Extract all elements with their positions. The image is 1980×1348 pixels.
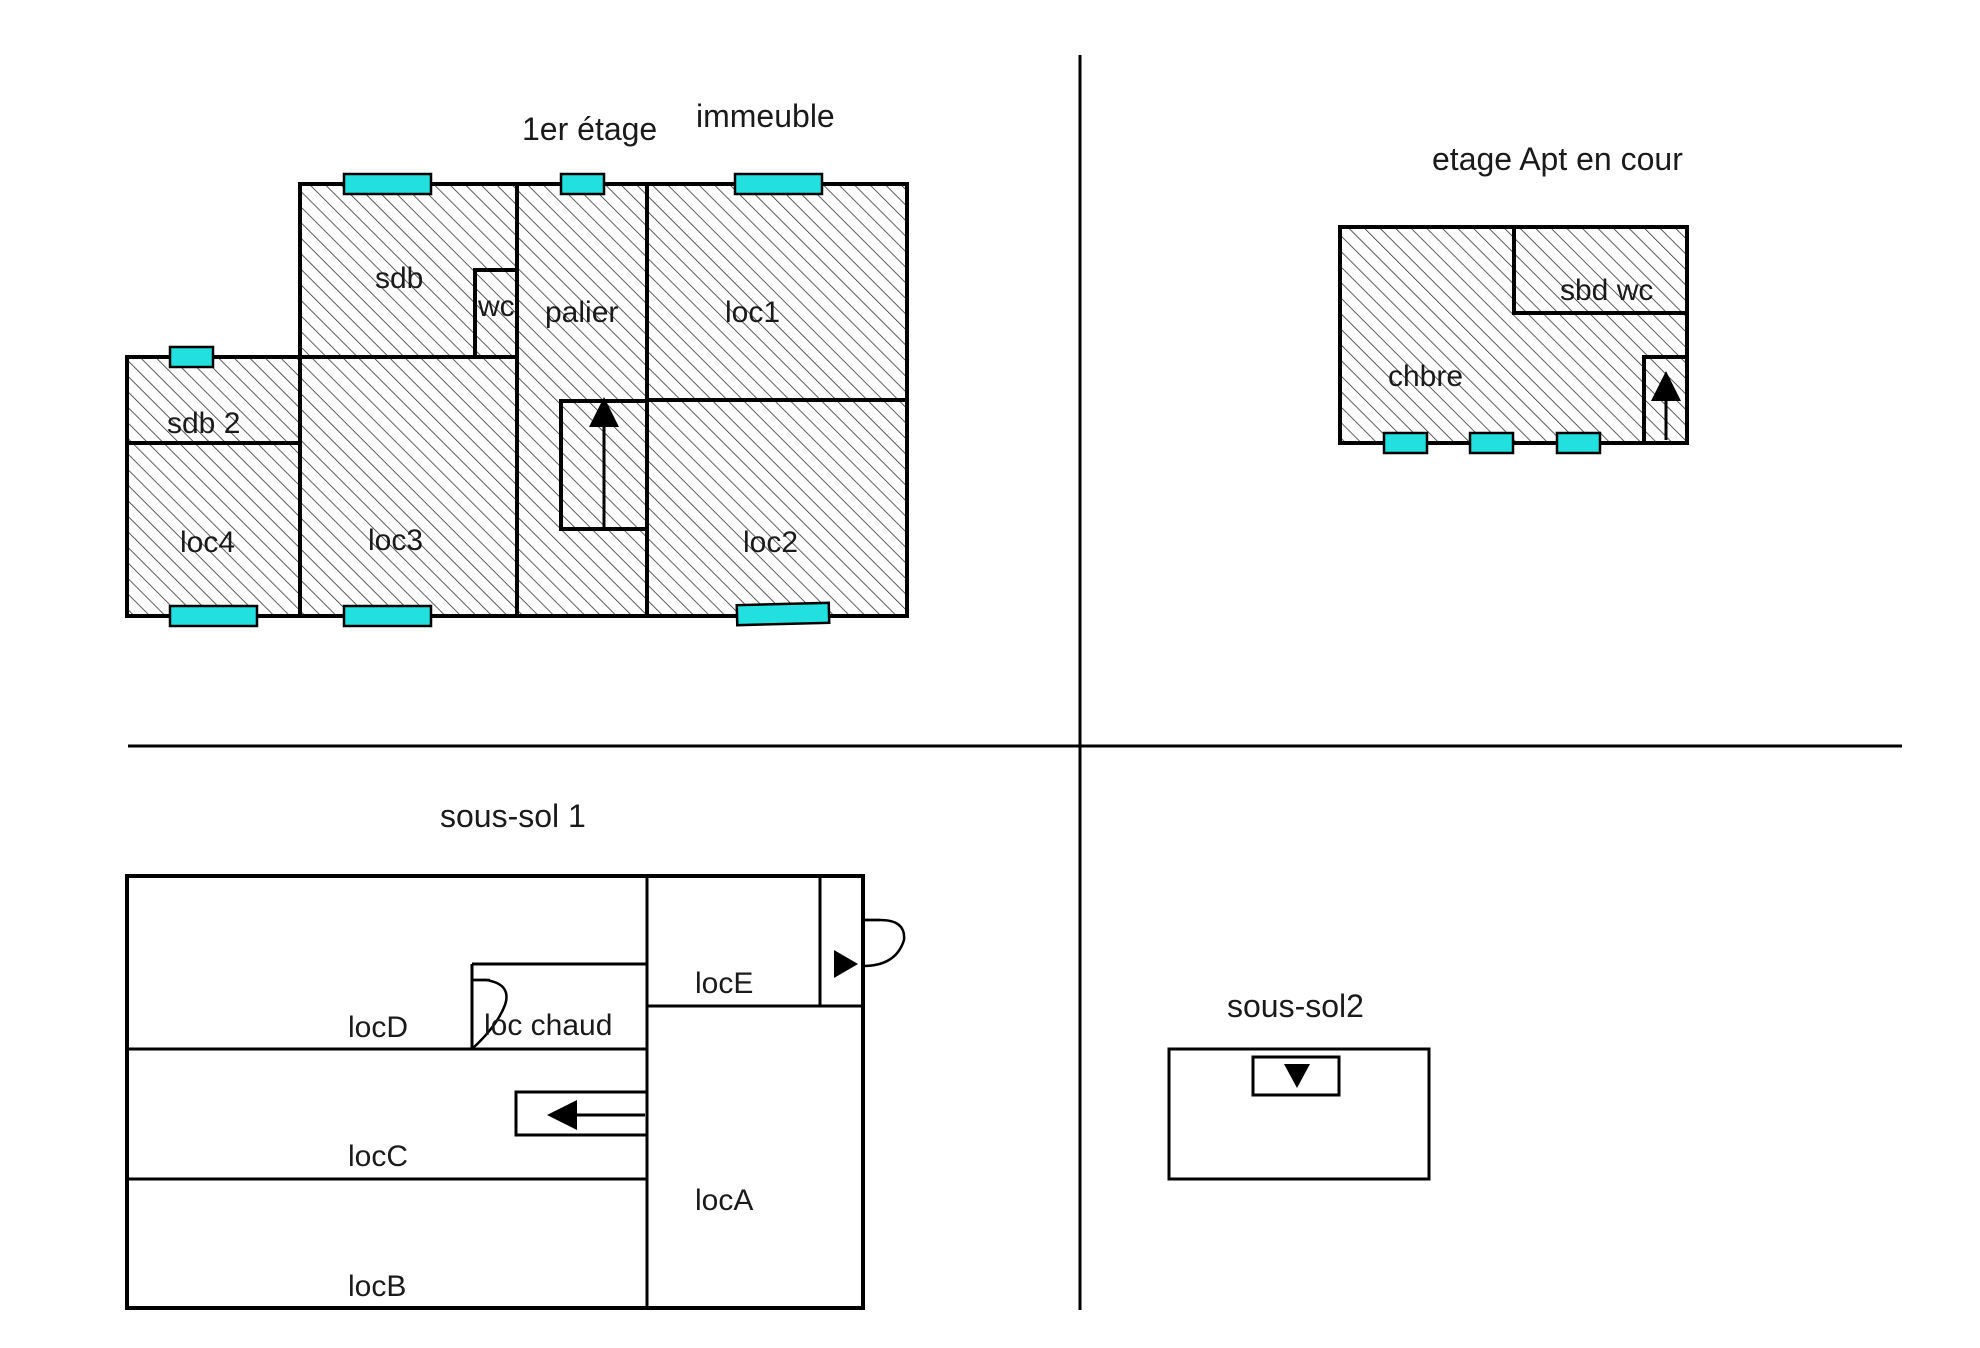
window-chbre-3 <box>1555 431 1602 455</box>
room-loc1 <box>645 182 909 402</box>
label-sdb: sdb <box>375 262 423 295</box>
room-sdb2 <box>125 355 302 445</box>
window-palier <box>559 172 606 196</box>
stair-basement-2 <box>1251 1055 1341 1097</box>
stair-locC <box>514 1090 649 1137</box>
basement-1-plan: sous-sol 1 locD loc chaud locE locC locA… <box>125 798 906 1310</box>
label-wc: wc <box>477 290 515 323</box>
basement-1-outline <box>125 874 865 1310</box>
courtyard-apartment-plan: etage Apt en cour sbd wc chbre <box>1338 141 1689 455</box>
label-locD: locD <box>348 1011 408 1044</box>
label-sdb2: sdb 2 <box>167 407 240 440</box>
window-loc4 <box>168 604 259 628</box>
window-loc1 <box>733 172 824 196</box>
stair-basement-2-arrow-down <box>1284 1064 1310 1088</box>
door-arrow-right <box>834 950 858 978</box>
label-loc1: loc1 <box>725 296 780 329</box>
door-exterior <box>861 876 906 968</box>
label-locB: locB <box>348 1270 406 1303</box>
window-sdb2 <box>168 345 215 369</box>
window-loc2 <box>735 601 831 627</box>
window-sdb <box>342 172 433 196</box>
label-loc-chaud: loc chaud <box>484 1009 612 1042</box>
label-loc3: loc3 <box>368 524 423 557</box>
label-palier: palier <box>545 296 618 329</box>
basement-2-plan: sous-sol2 <box>1167 988 1431 1181</box>
basement-2-outline <box>1167 1047 1431 1181</box>
window-loc3 <box>342 604 433 628</box>
courtyard-apartment-title: etage Apt en cour <box>1432 141 1683 177</box>
label-sbd-wc: sbd wc <box>1560 274 1653 307</box>
label-chbre: chbre <box>1388 360 1463 393</box>
first-floor-title: 1er étage <box>522 111 657 147</box>
label-locC: locC <box>348 1140 408 1173</box>
first-floor-plan: 1er étage immeuble sdb wc palier loc1 sd… <box>125 98 909 628</box>
window-chbre-1 <box>1382 431 1429 455</box>
window-chbre-2 <box>1468 431 1515 455</box>
building-title: immeuble <box>696 98 835 134</box>
label-loc2: loc2 <box>743 526 798 559</box>
label-locE: locE <box>695 967 753 1000</box>
label-locA: locA <box>695 1184 753 1217</box>
room-sbd-wc <box>1512 225 1689 315</box>
label-loc4: loc4 <box>180 526 235 559</box>
room-loc3 <box>298 355 519 618</box>
basement-1-title: sous-sol 1 <box>440 798 586 834</box>
room-loc2 <box>645 398 909 618</box>
basement-2-title: sous-sol2 <box>1227 988 1364 1024</box>
door-loc-chaud <box>470 965 508 1050</box>
